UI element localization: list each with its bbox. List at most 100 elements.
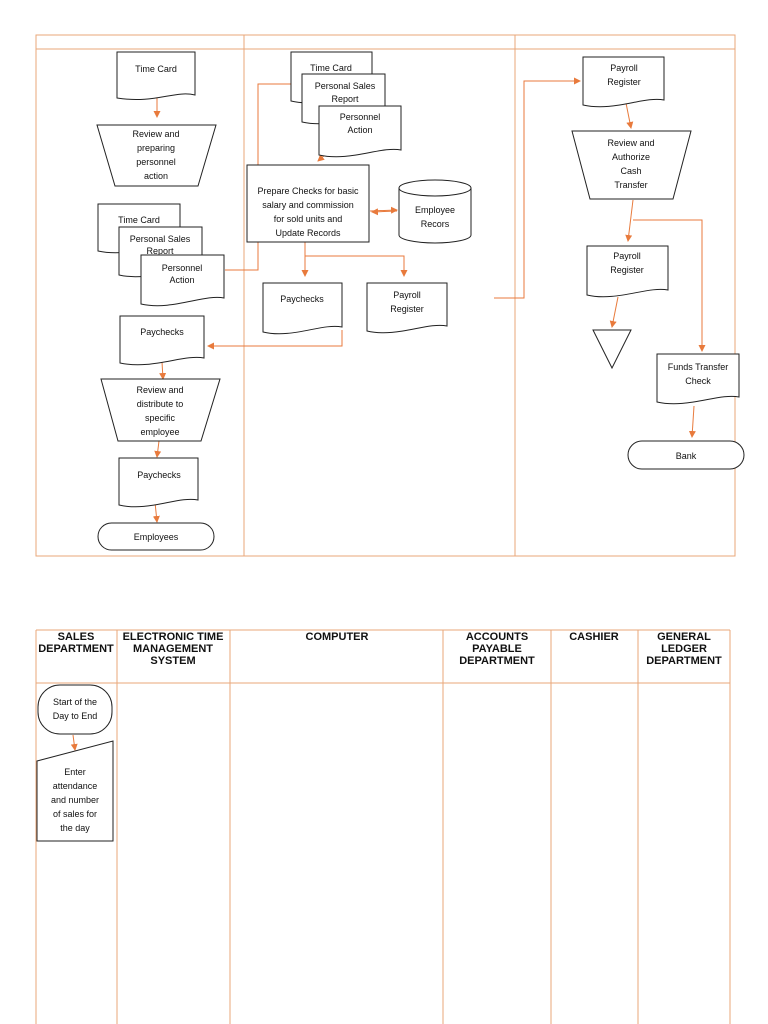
svg-text:Employees: Employees	[134, 532, 179, 542]
diagram-1-swimlanes	[35, 34, 736, 557]
node-label-line: GENERAL	[657, 631, 711, 643]
node-label-line: Register	[607, 77, 641, 87]
svg-text:Time Card: Time Card	[310, 63, 352, 73]
node-label-line: DEPARTMENT	[38, 643, 114, 655]
node-label-line: Register	[610, 265, 644, 275]
node-label-line: Start of the	[53, 697, 97, 707]
node-label-line: Paychecks	[140, 327, 184, 337]
svg-text:Paychecks: Paychecks	[280, 294, 324, 304]
document-paychecks-payroll: Paychecks	[262, 282, 343, 335]
node-label-line: Prepare Checks for basic	[257, 186, 359, 196]
node-label-line: for sold units and	[274, 214, 343, 224]
node-label-line: distribute to	[137, 399, 184, 409]
document-paychecks-2: Paychecks	[118, 457, 199, 508]
node-label-line: specific	[145, 413, 176, 423]
node-label-line: Personal Sales	[130, 234, 191, 244]
document-paychecks-1: Paychecks	[119, 315, 205, 366]
lane-header-cashier: CASHIER	[569, 631, 619, 643]
node-label-line: ELECTRONIC TIME	[123, 631, 224, 643]
node-label-line: COMPUTER	[306, 631, 369, 643]
node-label-line: action	[144, 171, 168, 181]
node-label-line: Recors	[421, 219, 450, 229]
lane-header-computer: COMPUTER	[306, 631, 369, 643]
diagram-1-flow-lines	[152, 77, 706, 523]
node-label-line: Authorize	[612, 152, 650, 162]
node-label-line: Employees	[134, 532, 179, 542]
node-label-line: DEPARTMENT	[646, 655, 722, 667]
node-label-line: Paychecks	[280, 294, 324, 304]
node-label-line: ACCOUNTS	[466, 631, 528, 643]
node-label-line: Review and	[136, 385, 183, 395]
svg-text:Paychecks: Paychecks	[140, 327, 184, 337]
node-label-line: Check	[685, 376, 711, 386]
node-label-line: Personnel	[162, 263, 203, 273]
node-label-line: CASHIER	[569, 631, 619, 643]
node-label-line: Cash	[620, 166, 641, 176]
terminal-bank: Bank	[627, 440, 745, 470]
node-label-line: Personnel	[340, 112, 381, 122]
document-time-card: Time Card	[116, 51, 196, 101]
node-label-line: Day to End	[53, 711, 98, 721]
node-label-line: Personal Sales	[315, 81, 376, 91]
node-label-line: Paychecks	[137, 470, 181, 480]
svg-text:Paychecks: Paychecks	[137, 470, 181, 480]
svg-text:Time Card: Time Card	[135, 64, 177, 74]
process-review-preparing-personnel-action: Review and preparing personnel action	[96, 124, 217, 187]
node-label-line: Update Records	[275, 228, 341, 238]
node-label-line: Register	[390, 304, 424, 314]
node-label-line: Action	[169, 275, 194, 285]
node-label-line: Report	[146, 246, 174, 256]
node-label-line: attendance	[53, 781, 98, 791]
node-label-line: personnel	[136, 157, 176, 167]
node-label-line: the day	[60, 823, 90, 833]
node-label-line: Transfer	[614, 180, 647, 190]
node-label-line: Enter	[64, 767, 86, 777]
diagram-2-flow-lines	[70, 734, 78, 751]
process-prepare-checks: Prepare Checks for basic salary and commi…	[246, 164, 370, 243]
node-label-line: Employee	[415, 205, 455, 215]
node-label-line: Bank	[676, 451, 697, 461]
node-label-line: Time Card	[310, 63, 352, 73]
node-label-line: PAYABLE	[472, 643, 522, 655]
node-label-line: SALES	[58, 631, 95, 643]
node-label-line: Review and	[132, 129, 179, 139]
node-label-line: Payroll	[613, 251, 641, 261]
file-storage-triangle	[592, 329, 632, 370]
node-label-line: preparing	[137, 143, 175, 153]
node-label-line: MANAGEMENT	[133, 643, 213, 655]
svg-text:Time Card: Time Card	[118, 215, 160, 225]
process-review-distribute: Review and distribute to specific employee	[100, 378, 221, 442]
node-label-line: Report	[331, 94, 359, 104]
node-label-line: Time Card	[118, 215, 160, 225]
node-label-line: Payroll	[393, 290, 421, 300]
node-label-line: of sales for	[53, 809, 97, 819]
node-label-line: salary and commission	[262, 200, 354, 210]
node-label-line: employee	[140, 427, 179, 437]
